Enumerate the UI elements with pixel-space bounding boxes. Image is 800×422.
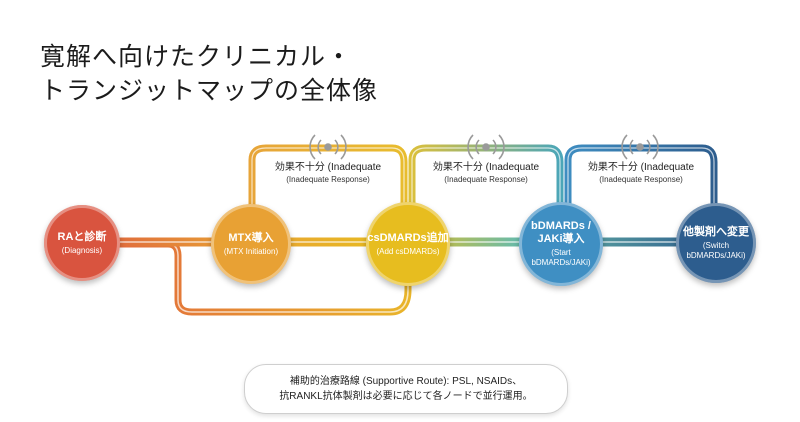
supportive-note-line-1: 補助的治療路線 (Supportive Route): PSL, NSAIDs、 — [289, 376, 523, 387]
node-switch: 他製剤へ変更 (Switch bDMARDs/JAKi) — [676, 203, 756, 283]
loop-caption-2-en: (Inadequate Response) — [444, 175, 528, 184]
node-start-bdmards: bDMARDs / JAKi導入 (Start bDMARDs/JAKi) — [519, 202, 603, 286]
node-diagnosis-sub: (Diagnosis) — [61, 245, 103, 255]
node-start-bdmards-sub: (Start bDMARDs/JAKi) — [531, 248, 591, 267]
loop-caption-3-en: (Inadequate Response) — [599, 175, 683, 184]
node-add-csdmards: csDMARDs追加 (Add csDMARDs) — [366, 202, 450, 286]
loop-caption-1-jp: 効果不十分 (Inadequate — [274, 162, 382, 173]
node-mtx-initiation-sub: (MTX Initiation) — [223, 246, 279, 256]
node-add-csdmards-sub: (Add csDMARDs) — [376, 246, 440, 256]
loop-caption-1-en: (Inadequate Response) — [286, 175, 370, 184]
node-start-bdmards-label: bDMARDs / JAKi導入 — [531, 220, 591, 245]
supportive-note-line-2: 抗RANKL抗体製剤は必要に応じて各ノードで並行運用。 — [279, 391, 533, 402]
loop-caption-3-jp: 効果不十分 (Inadequate — [587, 162, 695, 173]
signal-icon-2 — [467, 134, 505, 160]
node-diagnosis-label: RAと診断 — [57, 230, 107, 243]
loop-caption-1: 効果不十分 (Inadequate (Inadequate Response) — [268, 162, 388, 185]
signal-icon-3 — [621, 134, 659, 160]
loop-caption-2-jp: 効果不十分 (Inadequate — [432, 162, 540, 173]
bypass-route — [116, 240, 412, 316]
loop-caption-3: 効果不十分 (Inadequate (Inadequate Response) — [581, 162, 701, 185]
page-title: 寛解へ向けたクリニカル・ トランジットマップの全体像 — [40, 40, 378, 108]
loop-caption-2: 効果不十分 (Inadequate (Inadequate Response) — [426, 162, 546, 185]
node-switch-sub: (Switch bDMARDs/JAKi) — [686, 240, 746, 260]
node-mtx-initiation: MTX導入 (MTX Initiation) — [211, 204, 291, 284]
title-line-1: 寛解へ向けたクリニカル・ — [40, 42, 353, 71]
node-switch-label: 他製剤へ変更 — [683, 225, 749, 238]
title-line-2: トランジットマップの全体像 — [40, 76, 379, 105]
signal-icon-1 — [309, 134, 347, 160]
node-diagnosis: RAと診断 (Diagnosis) — [44, 205, 120, 281]
supportive-route-note: 補助的治療路線 (Supportive Route): PSL, NSAIDs、… — [244, 364, 568, 414]
node-add-csdmards-label: csDMARDs追加 — [367, 231, 449, 244]
node-mtx-initiation-label: MTX導入 — [228, 231, 274, 244]
